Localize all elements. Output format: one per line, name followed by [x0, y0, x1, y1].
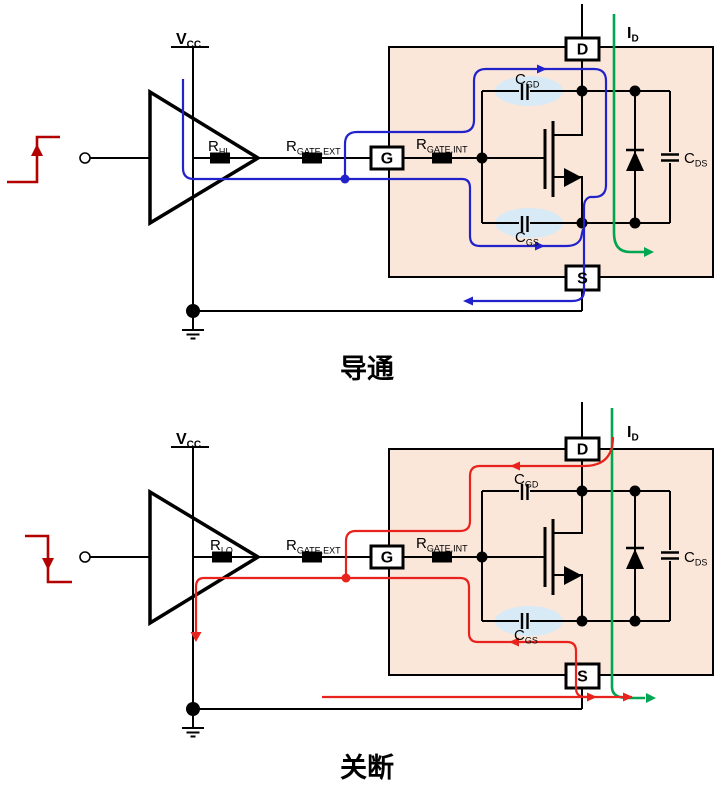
mosfet-arrow-icon [564, 168, 582, 187]
mosfet-gate-channel [543, 121, 555, 197]
cgs-label: CGS [514, 627, 538, 646]
body-diode-icon [626, 151, 644, 171]
blue-arrow-right-icon [535, 241, 545, 251]
rgate-int-label: RGATE,INT [416, 136, 468, 155]
turn-on-path-cgd [343, 67, 608, 303]
drain-terminal-letter: D [577, 442, 589, 459]
diode-top-junction [629, 85, 641, 97]
turn-off-caption: 关断 [340, 753, 394, 783]
source-terminal-box [564, 662, 601, 690]
cds-capacitor [661, 153, 679, 162]
drain-junction [576, 485, 588, 497]
gate-terminal-letter: G [381, 550, 393, 567]
gate-terminal-box [369, 145, 405, 171]
internal-wires [482, 490, 671, 622]
diode-bottom-junction [629, 217, 641, 229]
ground-symbol-icon [182, 714, 204, 738]
turn-off-path-cgs [346, 576, 591, 699]
cgs-highlight [495, 208, 563, 238]
cgd-highlight [495, 76, 563, 106]
drain-current-path [612, 14, 645, 254]
mosfet-arrow-icon [564, 566, 582, 585]
gate-junction [476, 551, 488, 563]
rlo-label: RLO [210, 537, 233, 556]
cgd-capacitor [520, 84, 529, 100]
rgate-int-resistor [432, 551, 452, 563]
id-label: ID [627, 25, 639, 45]
green-arrow-icon [646, 693, 656, 703]
source-terminal-letter: S [577, 669, 588, 686]
green-arrow-icon [644, 247, 654, 257]
mosfet-gate-channel [543, 519, 555, 595]
drain-terminal-letter: D [577, 42, 589, 59]
ground-node [186, 304, 200, 318]
turn-on-path-cgs [345, 177, 585, 248]
diode-bottom-junction [629, 615, 641, 627]
gate-terminal-box [369, 544, 405, 570]
body-diode-icon [626, 549, 644, 569]
cgs-capacitor [520, 613, 529, 629]
turn-off-path-driver [194, 576, 346, 633]
drain-terminal-box [564, 436, 601, 462]
drain-terminal-box [564, 36, 601, 62]
rlo-resistor [212, 551, 232, 563]
turn-on-circuit: VCC RHI RGATE,EXT RGATE,INT CGD CGS CDS … [7, 4, 714, 384]
turn-off-circuit: VCC RLO RGATE,EXT RGATE,INT CGD CGS CDS … [25, 402, 714, 783]
id-label: ID [627, 424, 639, 444]
ground-symbol-icon [182, 316, 204, 340]
cgd-label: CGD [514, 471, 539, 490]
red-junction-dot [341, 573, 351, 583]
cgd-label: CGD [515, 71, 540, 90]
source-junction [576, 615, 588, 627]
blue-arrow-left-icon [463, 296, 473, 306]
rgate-ext-label: RGATE,EXT [286, 537, 341, 556]
cds-capacitor [661, 551, 679, 560]
cds-label: CDS [684, 150, 707, 169]
rising-edge-waveform [7, 135, 60, 184]
cds-label: CDS [684, 549, 707, 568]
driver-triangle [148, 88, 262, 227]
input-terminal [79, 152, 91, 164]
turn-off-path-cgd [344, 436, 615, 574]
internal-wires [482, 90, 671, 224]
rgate-int-label: RGATE,INT [416, 535, 468, 554]
source-junction [576, 217, 588, 229]
red-arrow-right-icon [587, 692, 597, 702]
rgate-ext-resistor [302, 551, 322, 563]
source-terminal-box [564, 264, 601, 292]
driver-triangle [148, 488, 262, 627]
vcc-label: VCC [176, 31, 201, 51]
vcc-label: VCC [176, 431, 201, 451]
cgs-highlight [495, 606, 563, 636]
turn-on-path-supply [181, 79, 345, 181]
cgd-capacitor [520, 484, 529, 500]
cgs-capacitor [520, 216, 529, 232]
cgs-label: CGS [515, 229, 539, 248]
drain-junction [576, 85, 588, 97]
mosfet-taps [553, 91, 583, 223]
ground-node [186, 702, 200, 716]
mosfet-taps [553, 491, 583, 621]
down-arrow-icon [42, 558, 54, 570]
turn-on-caption: 导通 [340, 354, 394, 384]
source-terminal-letter: S [577, 271, 588, 288]
input-terminal [79, 551, 91, 563]
rgate-int-resistor [432, 152, 452, 164]
gate-junction [476, 152, 488, 164]
up-arrow-icon [31, 144, 43, 156]
rgate-ext-label: RGATE,EXT [286, 138, 341, 157]
red-arrow-right-icon [623, 692, 633, 702]
blue-arrow-right-icon [537, 64, 547, 74]
rhi-label: RHI [208, 138, 228, 157]
blue-junction-dot [340, 174, 350, 184]
diode-top-junction [629, 485, 641, 497]
red-arrow-down-icon [190, 632, 202, 642]
red-arrow-left-icon [510, 461, 520, 471]
gate-terminal-letter: G [381, 151, 393, 168]
red-arrow-left-icon [509, 637, 519, 647]
rhi-resistor [210, 152, 230, 164]
rgate-ext-resistor [302, 152, 322, 164]
